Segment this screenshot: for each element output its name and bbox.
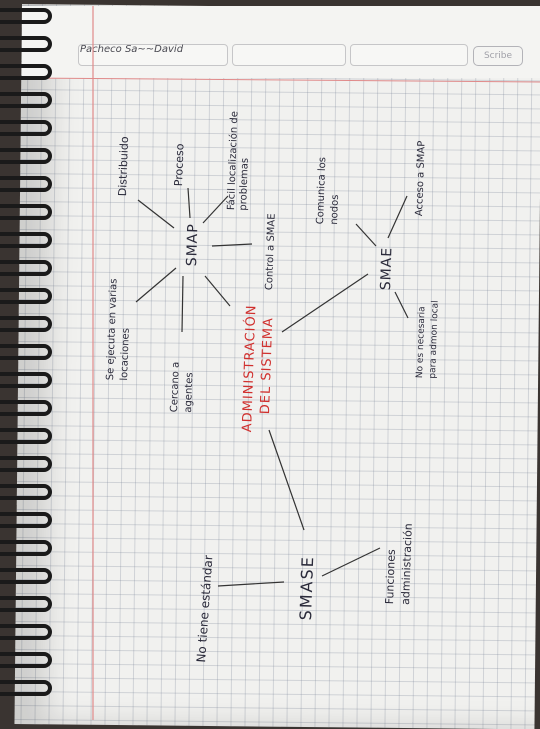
branch-proceso: Proceso — [172, 143, 187, 187]
branch-distribuido: Distribuido — [116, 136, 132, 197]
page-header-band — [22, 6, 540, 78]
branch-facil-localizacion: Fácil localización de problemas — [226, 110, 251, 211]
branch-funciones-administracion: Funciones administración — [382, 523, 415, 606]
node-smase: SMASE — [296, 554, 318, 621]
header-box-middle — [232, 44, 346, 66]
node-smap: SMAP — [184, 223, 202, 267]
notebook-brand-logo: Scribe — [473, 46, 523, 66]
header-box-right — [350, 44, 468, 66]
branch-comunica-nodos: Comunica los nodos — [314, 156, 342, 225]
branch-cercano-agentes: Cercano a agentes — [168, 361, 196, 413]
branch-se-ejecuta: Se ejecuta en varias locaciones — [104, 278, 132, 381]
branch-no-necesaria: No es necesaria para admon local — [414, 300, 441, 379]
handwritten-name: Pacheco Sa~~David — [80, 44, 184, 55]
node-smae: SMAE — [378, 246, 396, 291]
header-box-name — [78, 44, 228, 66]
